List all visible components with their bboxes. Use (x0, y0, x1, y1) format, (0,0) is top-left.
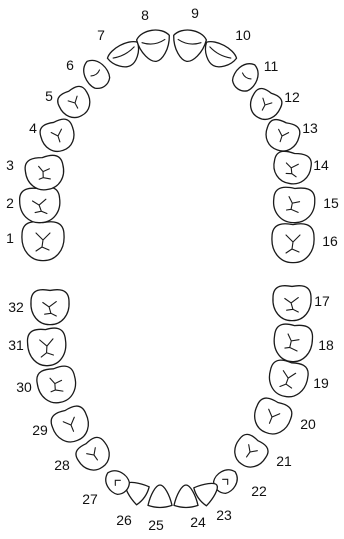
tooth-number-29: 29 (32, 422, 48, 438)
tooth-number-11: 11 (264, 58, 279, 74)
tooth-32 (31, 290, 69, 325)
tooth-number-4: 4 (29, 120, 37, 136)
tooth-number-25: 25 (148, 517, 164, 533)
tooth-number-31: 31 (8, 337, 24, 353)
tooth-21 (228, 431, 271, 473)
tooth-29 (48, 403, 94, 447)
tooth-number-18: 18 (318, 337, 334, 353)
tooth-1 (22, 222, 64, 261)
tooth-number-12: 12 (284, 89, 300, 105)
tooth-number-6: 6 (66, 57, 74, 73)
tooth-number-13: 13 (302, 120, 318, 136)
tooth-number-1: 1 (6, 230, 14, 246)
tooth-13 (262, 117, 303, 155)
tooth-number-7: 7 (97, 27, 105, 43)
tooth-19 (266, 358, 311, 400)
tooth-15-crown (273, 187, 316, 224)
tooth-number-9: 9 (191, 5, 199, 21)
tooth-25 (148, 485, 172, 508)
tooth-number-32: 32 (8, 299, 24, 315)
tooth-18-crown (272, 323, 313, 363)
tooth-3 (23, 154, 66, 193)
tooth-number-2: 2 (6, 195, 14, 211)
tooth-30 (35, 364, 80, 406)
tooth-number-8: 8 (141, 7, 149, 23)
tooth-15 (273, 187, 316, 224)
tooth-number-17: 17 (314, 293, 330, 309)
tooth-number-19: 19 (313, 375, 329, 391)
tooth-9 (170, 28, 207, 64)
tooth-12 (245, 86, 285, 125)
tooth-2 (19, 186, 61, 224)
tooth-number-24: 24 (190, 514, 206, 530)
tooth-8-crown (136, 28, 173, 64)
tooth-8 (136, 28, 173, 64)
tooth-5 (55, 83, 96, 122)
tooth-number-30: 30 (16, 379, 32, 395)
tooth-31 (26, 327, 67, 367)
tooth-20 (249, 395, 295, 439)
tooth-number-5: 5 (45, 88, 53, 104)
tooth-number-15: 15 (323, 195, 339, 211)
tooth-16 (272, 224, 314, 263)
tooth-number-14: 14 (313, 157, 329, 173)
tooth-32-crown (31, 290, 69, 325)
tooth-14-crown (271, 150, 313, 187)
tooth-number-20: 20 (300, 416, 316, 432)
tooth-9-crown (170, 28, 207, 64)
tooth-17-crown (273, 286, 311, 321)
tooth-3-crown (23, 154, 66, 193)
tooth-number-23: 23 (216, 507, 232, 523)
tooth-number-28: 28 (54, 457, 70, 473)
tooth-17 (273, 286, 311, 321)
lower-arch: 17 18 19 20 21 22 23 24 25 26 27 28 29 30 31 32 (8, 286, 334, 533)
tooth-number-26: 26 (116, 512, 132, 528)
tooth-14 (271, 150, 313, 187)
tooth-number-21: 21 (276, 453, 292, 469)
tooth-number-3: 3 (6, 157, 14, 173)
tooth-number-16: 16 (322, 233, 338, 249)
tooth-number-22: 22 (251, 483, 267, 499)
tooth-30-crown (35, 364, 80, 406)
tooth-number-27: 27 (82, 491, 98, 507)
tooth-number-10: 10 (235, 27, 251, 43)
tooth-18 (272, 323, 313, 363)
tooth-2-crown (19, 186, 61, 224)
tooth-25-crown (148, 485, 172, 508)
tooth-4 (38, 117, 79, 156)
